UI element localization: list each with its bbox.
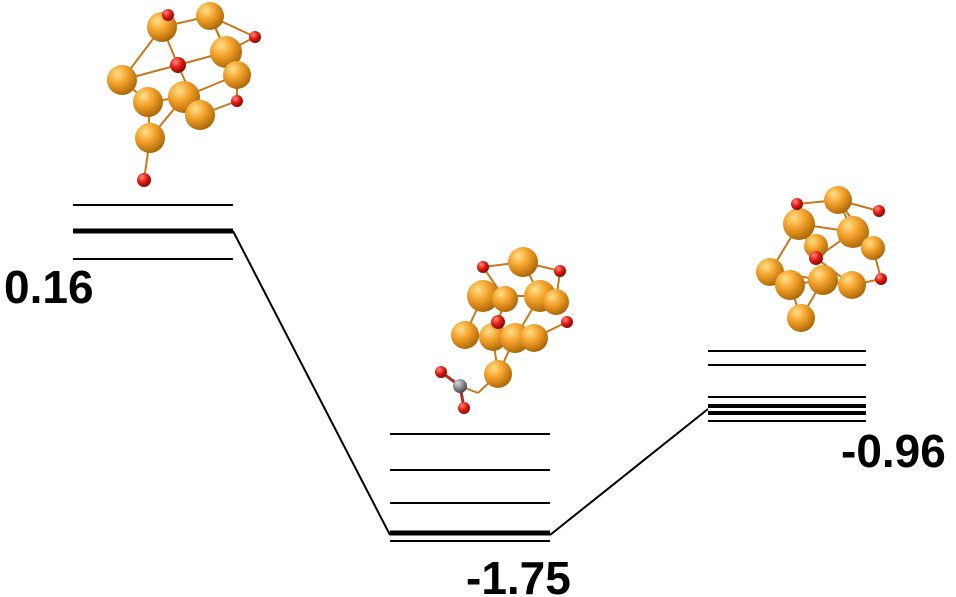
cluster-structure-2	[435, 247, 573, 414]
energy-label: 0.16	[4, 261, 94, 313]
state-1-levels	[73, 204, 233, 260]
energy-label: -1.75	[466, 552, 571, 597]
connector-line	[232, 230, 391, 536]
cluster-structure-1	[107, 2, 261, 187]
state-2-levels	[390, 433, 550, 542]
cluster-structure-3	[756, 186, 887, 332]
energy-label: -0.96	[841, 425, 946, 477]
state-3-levels	[708, 350, 866, 422]
connector-line	[549, 408, 709, 536]
